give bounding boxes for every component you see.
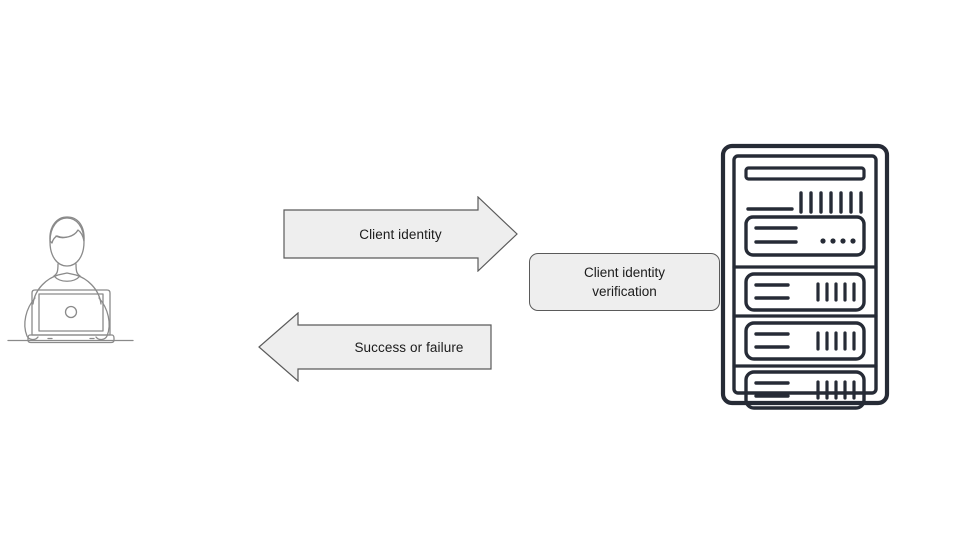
server-unit-4-ticks [816, 380, 856, 400]
server-unit-3-ticks [816, 331, 856, 351]
left-arm [24, 297, 39, 341]
server-unit-2 [732, 272, 878, 318]
process-box-line-2: verification [592, 284, 657, 299]
server-unit-2-panel [744, 272, 866, 312]
server-unit-4-panel [744, 370, 866, 410]
server-sub-dots [820, 238, 856, 244]
server-outer-frame [720, 143, 890, 406]
server-unit-2-ticks [816, 282, 856, 302]
laptop-logo-icon [64, 305, 78, 319]
server-sub-panel [744, 215, 866, 257]
server-unit-top [732, 166, 878, 269]
server-inner-frame [732, 154, 878, 395]
server-unit-3 [732, 321, 878, 368]
client-person-illustration [4, 212, 144, 348]
torso [32, 272, 102, 305]
server-top-bar [744, 166, 866, 181]
server-top-ticks [799, 191, 863, 214]
server-rack-illustration [715, 138, 895, 410]
server-unit-3-panel [744, 321, 866, 361]
arrow-right-shape [283, 195, 518, 273]
laptop-screen [38, 293, 104, 332]
arrow-client-identity: Client identity [283, 195, 518, 273]
neck-left [53, 263, 59, 277]
laptop-lid [31, 289, 111, 336]
right-arm [95, 297, 110, 341]
server-unit-4 [744, 370, 866, 410]
process-box-line-1: Client identity [583, 265, 666, 280]
laptop-base [27, 334, 115, 344]
hair [49, 216, 85, 244]
neck-right [75, 263, 81, 277]
process-box-client-identity-verification: Client identity verification [529, 253, 720, 311]
arrow-success-or-failure: Success or failure [258, 311, 492, 383]
head [49, 217, 85, 267]
arrow-left-shape [258, 311, 492, 383]
hair-strand [55, 235, 68, 239]
collar [53, 275, 81, 282]
